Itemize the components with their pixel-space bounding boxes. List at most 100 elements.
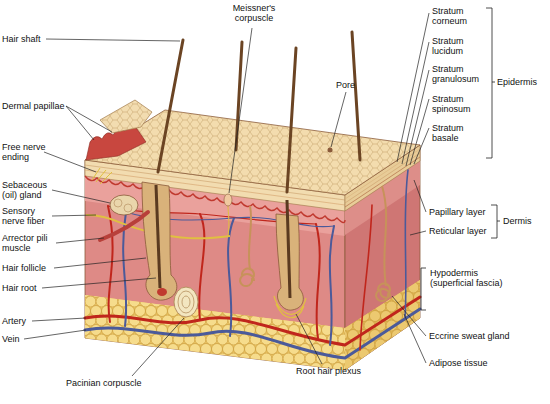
- adipose-cells: [179, 363, 190, 374]
- adipose-cells: [338, 315, 349, 326]
- adipose-cells: [195, 353, 206, 364]
- adipose-cells: [140, 334, 151, 345]
- adipose-cells: [344, 306, 355, 317]
- leader-lines: [132, 318, 184, 376]
- adipose-cells: [140, 353, 151, 364]
- adipose-cells: [102, 325, 113, 336]
- part-label: Sensory nerve fiber: [2, 206, 54, 226]
- adipose-cells: [151, 353, 162, 364]
- blood-vessels: [330, 226, 334, 345]
- leader-lines: [410, 99, 429, 165]
- nerves: [92, 168, 112, 184]
- adipose-cells: [107, 353, 118, 364]
- skin-block: [100, 100, 152, 133]
- adipose-cells: [337, 330, 348, 341]
- blood-vessels: [360, 205, 372, 350]
- adipose-cells: [397, 339, 408, 350]
- adipose-cells: [168, 344, 179, 355]
- adipose-cells: [278, 363, 289, 374]
- leader-lines: [66, 106, 94, 140]
- part-label: Arrector pili muscle: [2, 233, 58, 253]
- part-label: Eccrine sweat gland: [429, 331, 529, 341]
- hair-follicle: [274, 200, 306, 318]
- part-label: Meissner's corpuscle: [222, 3, 286, 23]
- hair-follicle: [287, 200, 290, 298]
- adipose-cells: [333, 325, 344, 336]
- adipose-cells: [392, 273, 403, 284]
- adipose-cells: [337, 311, 348, 322]
- adipose-cells: [107, 334, 118, 345]
- adipose-cells: [364, 358, 375, 369]
- adipose-cells: [272, 315, 283, 326]
- adipose-cells: [256, 306, 267, 317]
- leader-lines: [410, 231, 426, 235]
- adipose-cells: [283, 315, 294, 326]
- blood-vessels: [316, 224, 320, 338]
- leader-lines: [52, 190, 110, 203]
- adipose-cells: [305, 296, 316, 307]
- leader-lines: [331, 92, 346, 147]
- hair-follicle: [157, 288, 167, 296]
- adipose-cells: [245, 344, 256, 355]
- adipose-cells: [135, 344, 146, 355]
- sweat-glands: [240, 269, 254, 287]
- adipose-cells: [386, 339, 397, 350]
- adipose-cells: [344, 287, 355, 298]
- part-label: Stratum spinosum: [432, 94, 488, 114]
- adipose-cells: [338, 296, 349, 307]
- adipose-cells: [364, 301, 375, 312]
- part-label: Stratum lucidum: [432, 36, 484, 56]
- corpuscles: [182, 296, 190, 308]
- layer-brackets: [486, 8, 495, 158]
- adipose-cells: [370, 368, 381, 379]
- adipose-cells: [267, 306, 278, 317]
- adipose-cells: [80, 344, 91, 355]
- adipose-cells: [353, 282, 364, 293]
- leader-lines: [52, 215, 96, 216]
- adipose-cells: [305, 353, 316, 364]
- hair-follicle: [274, 296, 306, 318]
- adipose-cells: [392, 330, 403, 341]
- blood-vessels: [405, 170, 408, 318]
- adipose-cells: [337, 273, 348, 284]
- adipose-cells: [267, 287, 278, 298]
- adipose-cells: [245, 363, 256, 374]
- adipose-cells: [124, 344, 135, 355]
- part-label: Sebaceous (oil) gland: [2, 180, 54, 200]
- adipose-cells: [414, 349, 425, 360]
- adipose-cells: [234, 344, 245, 355]
- adipose-cells: [102, 287, 113, 298]
- adipose-cells: [267, 363, 278, 374]
- leader-lines: [32, 318, 86, 321]
- nerves: [228, 206, 230, 236]
- adipose-cells: [102, 344, 113, 355]
- skin-block: [80, 100, 431, 379]
- adipose-cells: [129, 334, 140, 345]
- leader-lines: [229, 28, 252, 193]
- adipose-cells: [327, 296, 338, 307]
- adipose-cells: [118, 296, 129, 307]
- part-label: Stratum basale: [432, 123, 484, 143]
- sweat-glands: [240, 148, 390, 302]
- adipose-cells: [217, 353, 228, 364]
- hair-follicle: [156, 185, 160, 288]
- adipose-cells: [223, 363, 234, 374]
- hair-follicle: [124, 204, 132, 212]
- hair-shafts: [158, 32, 360, 192]
- part-label: Hair root: [2, 283, 42, 293]
- part-label: Vein: [2, 334, 24, 344]
- blood-vessels: [199, 214, 204, 320]
- part-label: Stratum corneum: [432, 6, 484, 26]
- adipose-cells: [146, 363, 157, 374]
- blood-vessels: [85, 309, 420, 358]
- adipose-cells: [408, 282, 419, 293]
- adipose-cells: [256, 287, 267, 298]
- adipose-cells: [239, 334, 250, 345]
- adipose-cells: [397, 358, 408, 369]
- hair-shafts: [158, 40, 183, 172]
- adipose-cells: [201, 344, 212, 355]
- adipose-cells: [206, 353, 217, 364]
- part-label: Free nerve ending: [2, 142, 46, 162]
- leader-lines: [24, 330, 86, 339]
